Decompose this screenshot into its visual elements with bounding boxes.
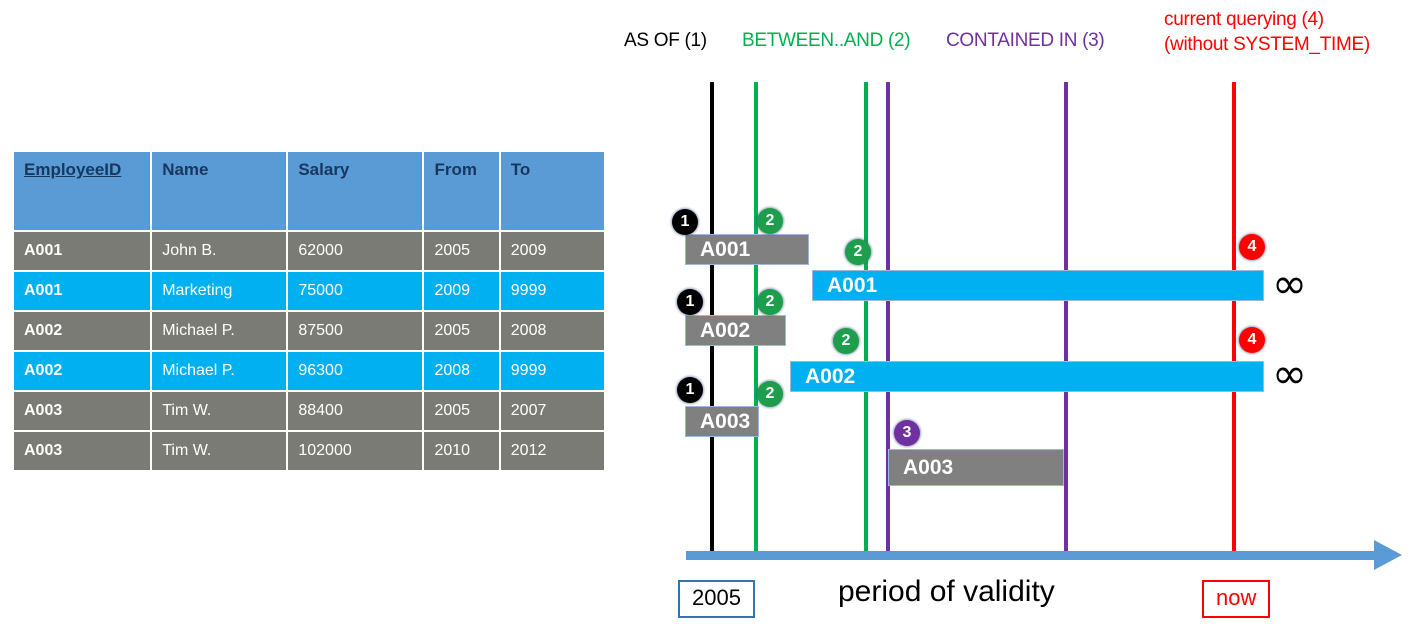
axis-title: period of validity [838,575,1055,608]
vline-contained-start [886,82,890,560]
timeline-bar-a001-historic[interactable]: A001 [685,234,809,265]
cell-salary: 75000 [288,272,423,310]
cell-name: Marketing [152,272,287,310]
column-header-employeeid-label: EmployeeID [24,160,122,179]
axis-label-now: now [1202,580,1271,618]
table-row[interactable]: A001 John B. 62000 2005 2009 [14,232,604,270]
legend-current-querying-line1: current querying (4) [1164,9,1324,30]
table-row[interactable]: A003 Tim W. 88400 2005 2007 [14,392,604,430]
timeline-bar-a002-historic[interactable]: A002 [685,315,786,346]
badge-2-a002-historic[interactable]: 2 [757,289,783,315]
cell-employeeid: A002 [14,312,151,350]
cell-name: Tim W. [152,432,287,470]
badge-4-a002[interactable]: 4 [1239,327,1265,353]
cell-from: 2010 [424,432,499,470]
timeline-axis [686,551,1376,560]
vline-now [1232,82,1236,560]
axis-label-start: 2005 [678,580,755,618]
cell-employeeid: A002 [14,352,151,390]
cell-to: 9999 [500,272,604,310]
timeline-axis-arrow-icon [1374,540,1402,570]
infinity-icon-a002: ∞ [1272,349,1307,398]
column-header-to[interactable]: To [500,152,604,230]
table-row[interactable]: A001 Marketing 75000 2009 9999 [14,272,604,310]
table-header-row: EmployeeID Name Salary From To [14,152,604,230]
vline-contained-end [1064,82,1068,560]
badge-1-a002[interactable]: 1 [677,289,703,315]
badge-2-a003[interactable]: 2 [757,381,783,407]
cell-from: 2005 [424,392,499,430]
cell-salary: 96300 [288,352,423,390]
cell-from: 2005 [424,312,499,350]
legend-between-and: BETWEEN..AND (2) [742,30,911,51]
cell-from: 2005 [424,232,499,270]
cell-to: 9999 [500,352,604,390]
cell-name: John B. [152,232,287,270]
cell-salary: 88400 [288,392,423,430]
table-row[interactable]: A003 Tim W. 102000 2010 2012 [14,432,604,470]
employee-table: EmployeeID Name Salary From To A001 John… [12,150,606,472]
cell-employeeid: A001 [14,272,151,310]
cell-employeeid: A003 [14,392,151,430]
cell-name: Michael P. [152,352,287,390]
column-header-from-label: From [434,160,477,179]
column-header-employeeid[interactable]: EmployeeID [14,152,151,230]
cell-from: 2008 [424,352,499,390]
cell-from: 2009 [424,272,499,310]
badge-1-a001[interactable]: 1 [672,209,698,235]
cell-employeeid: A001 [14,232,151,270]
legend-current-querying-line2: (without SYSTEM_TIME) [1164,34,1370,55]
cell-to: 2007 [500,392,604,430]
cell-salary: 62000 [288,232,423,270]
legend-contained-in: CONTAINED IN (3) [946,30,1105,51]
cell-to: 2012 [500,432,604,470]
legend-as-of: AS OF (1) [624,30,707,51]
column-header-salary-label: Salary [298,160,350,179]
vline-between-end [864,82,868,560]
badge-4-a001[interactable]: 4 [1239,234,1265,260]
badge-2-a002-current[interactable]: 2 [833,328,859,354]
legend-current-querying: current querying (4) (without SYSTEM_TIM… [1164,7,1370,57]
column-header-name[interactable]: Name [152,152,287,230]
timeline-bar-a003-second[interactable]: A003 [888,449,1064,486]
cell-employeeid: A003 [14,432,151,470]
badge-3-a003[interactable]: 3 [894,420,920,446]
cell-to: 2008 [500,312,604,350]
cell-name: Tim W. [152,392,287,430]
cell-name: Michael P. [152,312,287,350]
cell-salary: 87500 [288,312,423,350]
column-header-salary[interactable]: Salary [288,152,423,230]
timeline-bar-a002-current[interactable]: A002 [790,361,1264,392]
badge-2-a001-current[interactable]: 2 [845,239,871,265]
timeline-bar-a001-current[interactable]: A001 [812,270,1264,301]
column-header-name-label: Name [162,160,209,179]
column-header-to-label: To [510,160,531,179]
table-row[interactable]: A002 Michael P. 87500 2005 2008 [14,312,604,350]
cell-salary: 102000 [288,432,423,470]
timeline-bar-a003-historic[interactable]: A003 [685,406,759,437]
badge-1-a003[interactable]: 1 [677,377,703,403]
badge-2-a001-historic[interactable]: 2 [757,208,783,234]
column-header-from[interactable]: From [424,152,499,230]
infinity-icon-a001: ∞ [1272,259,1307,308]
cell-to: 2009 [500,232,604,270]
table-row[interactable]: A002 Michael P. 96300 2008 9999 [14,352,604,390]
